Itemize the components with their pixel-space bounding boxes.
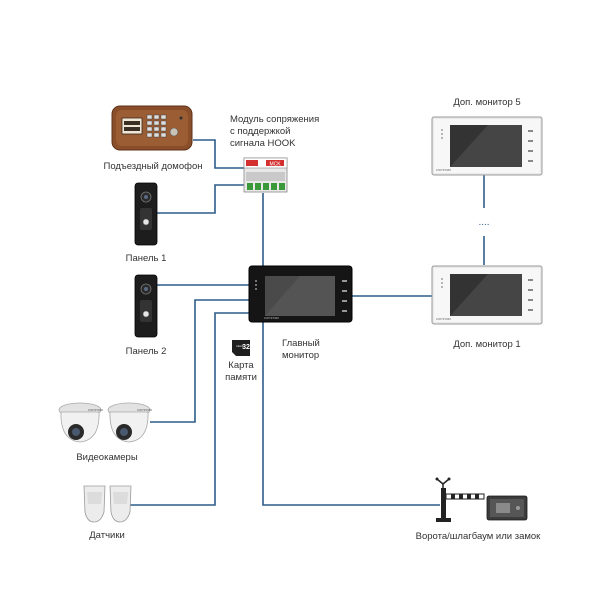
label-sensors: Датчики [89,530,125,541]
connection-lines [130,139,485,506]
memory-card: 32 micro [232,340,250,356]
label-extra-monitor-5: Доп. монитор 5 [453,97,521,108]
monitor1-brand-text: commax [436,316,451,321]
label-interface-module: Модуль сопряжения с поддержкой сигнала H… [230,114,320,149]
motion-sensors [83,485,132,523]
entrance-intercom [111,105,193,151]
label-extra-monitor-1: Доп. монитор 1 [453,339,521,350]
monitor-brand-text: commax [264,315,279,320]
dome-camera-1: commax [58,402,103,443]
door-panel-2 [134,274,158,338]
main-monitor: commax [248,265,353,323]
line-panel1-module [157,184,244,214]
dome-camera-2: commax [107,402,152,443]
interface-module: MCK [243,157,288,193]
lock-icon [486,495,528,521]
label-gate-barrier-lock: Ворота/шлагбаум или замок [415,531,541,542]
label-panel-1: Панель 1 [125,253,167,264]
barrier-icon [435,477,485,522]
line-intercom-module [193,139,244,169]
label-main-monitor: Главный монитор [282,338,320,361]
memory-card-brand: micro [236,344,244,348]
motion-sensor-1 [83,485,106,523]
door-panel-1 [134,182,158,246]
motion-sensor-2 [109,485,132,523]
extra-monitor-1: commax [431,265,543,325]
line-sensors-monitor [130,312,249,506]
camera1-brand-text: commax [88,407,103,412]
monitor-chain-ellipsis: .... [478,217,489,228]
line-cameras-monitor [150,299,249,423]
label-cameras: Видеокамеры [76,452,138,463]
dome-cameras: commax commax [58,402,152,443]
camera2-brand-text: commax [137,407,152,412]
monitor5-brand-text: commax [436,167,451,172]
label-panel-2: Панель 2 [125,346,167,357]
label-entrance-intercom: Подъездный домофон [103,161,203,172]
memory-card-capacity: 32 [242,344,250,351]
extra-monitor-5: commax [431,116,543,176]
module-badge-text: MCK [269,162,281,168]
line-monitor-gate [262,322,440,506]
label-memory-card: Карта памяти [225,360,257,383]
